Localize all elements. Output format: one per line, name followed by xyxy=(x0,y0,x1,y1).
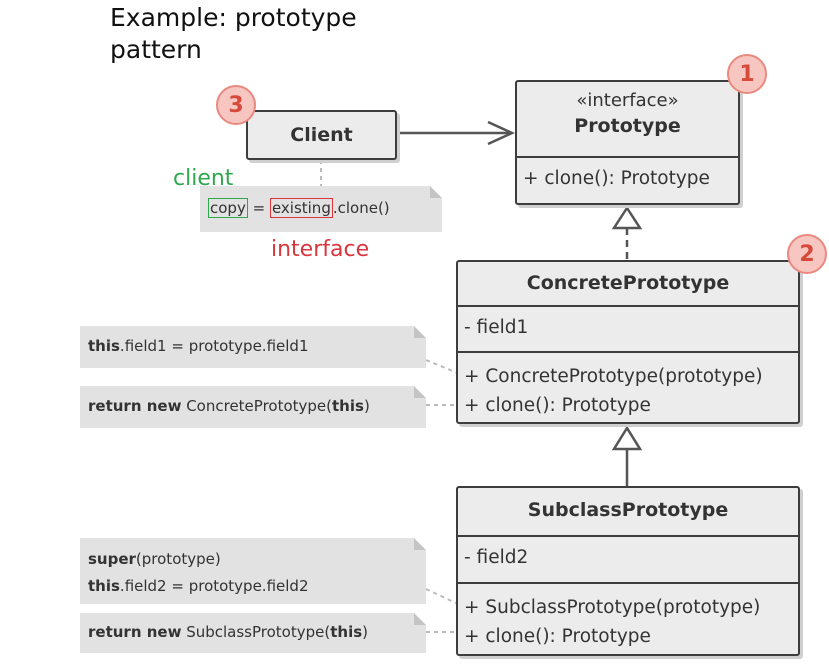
subclass-constructor: + SubclassPrototype(prototype) xyxy=(464,597,761,618)
interface-label: interface xyxy=(271,237,370,262)
note-link-ctor2 xyxy=(425,588,461,606)
concrete-constructor: + ConcretePrototype(prototype) xyxy=(464,366,763,387)
this-keyword: this xyxy=(332,397,364,415)
clone-call: .clone() xyxy=(332,199,390,217)
return-new-keyword: return new xyxy=(88,397,182,415)
note-link-ctor1 xyxy=(425,359,461,375)
concrete-clone-method: + clone(): Prototype xyxy=(464,395,651,416)
concrete-prototype-header: ConcretePrototype xyxy=(458,262,798,305)
client-class-box: Client xyxy=(246,110,397,160)
return-new-keyword: return new xyxy=(88,623,182,641)
badge-3: 3 xyxy=(216,85,256,125)
closing-paren: ) xyxy=(362,623,368,641)
field1-assignment: .field1 = prototype.field1 xyxy=(119,337,309,355)
badge-1: 1 xyxy=(727,54,767,94)
subclass-clone-note: return new SubclassPrototype(this) xyxy=(80,613,426,653)
subclass-constructor-note: super(prototype) this.field2 = prototype… xyxy=(80,538,426,604)
super-call-args: (prototype) xyxy=(135,550,221,568)
concrete-methods: + ConcretePrototype(prototype) + clone()… xyxy=(458,351,798,422)
prototype-interface-box: «interface» Prototype + clone(): Prototy… xyxy=(515,80,740,205)
existing-variable: existing xyxy=(271,199,331,217)
prototype-name: Prototype xyxy=(574,115,681,137)
field2-assignment: .field2 = prototype.field2 xyxy=(119,577,309,595)
this-keyword: this xyxy=(330,623,363,641)
subclass-prototype-header: SubclassPrototype xyxy=(458,488,798,535)
client-class-name: Client xyxy=(290,124,353,146)
realization-arrowhead xyxy=(611,205,643,230)
concrete-clone-note: return new ConcretePrototype(this) xyxy=(80,386,426,428)
badge-2: 2 xyxy=(787,234,827,274)
this-keyword: this xyxy=(88,337,120,355)
diagram-title: Example: prototype pattern xyxy=(110,3,357,64)
inheritance-arrowhead xyxy=(611,425,643,451)
field2: - field2 xyxy=(464,547,529,568)
subclass-prototype-box: SubclassPrototype - field2 + SubclassPro… xyxy=(456,486,800,656)
this-keyword: this xyxy=(88,577,120,595)
subclass-prototype-name: SubclassPrototype xyxy=(527,499,729,521)
field1: - field1 xyxy=(464,317,529,338)
concrete-constructor-note: this.field1 = prototype.field1 xyxy=(80,326,426,368)
subclass-ctor-call: SubclassPrototype( xyxy=(181,623,331,641)
closing-paren: ) xyxy=(363,397,370,415)
interface-stereotype: «interface» xyxy=(576,90,679,111)
prototype-header: «interface» Prototype xyxy=(517,82,738,156)
client-to-prototype-arrowhead xyxy=(487,120,516,146)
subclass-methods: + SubclassPrototype(prototype) + clone()… xyxy=(458,582,798,654)
client-code-note: copy = existing.clone() xyxy=(200,186,442,232)
super-keyword: super xyxy=(88,550,136,568)
concrete-prototype-name: ConcretePrototype xyxy=(526,272,730,294)
concrete-ctor-call: ConcretePrototype( xyxy=(181,397,333,415)
prototype-methods: + clone(): Prototype xyxy=(517,156,738,203)
subclass-clone-method: + clone(): Prototype xyxy=(464,626,651,647)
subclass-fields: - field2 xyxy=(458,535,798,582)
prototype-clone-method: + clone(): Prototype xyxy=(523,168,710,189)
concrete-fields: - field1 xyxy=(458,305,798,351)
concrete-prototype-box: ConcretePrototype - field1 + ConcretePro… xyxy=(456,260,800,424)
copy-variable: copy xyxy=(210,199,246,217)
assignment-operator: = xyxy=(247,199,270,217)
